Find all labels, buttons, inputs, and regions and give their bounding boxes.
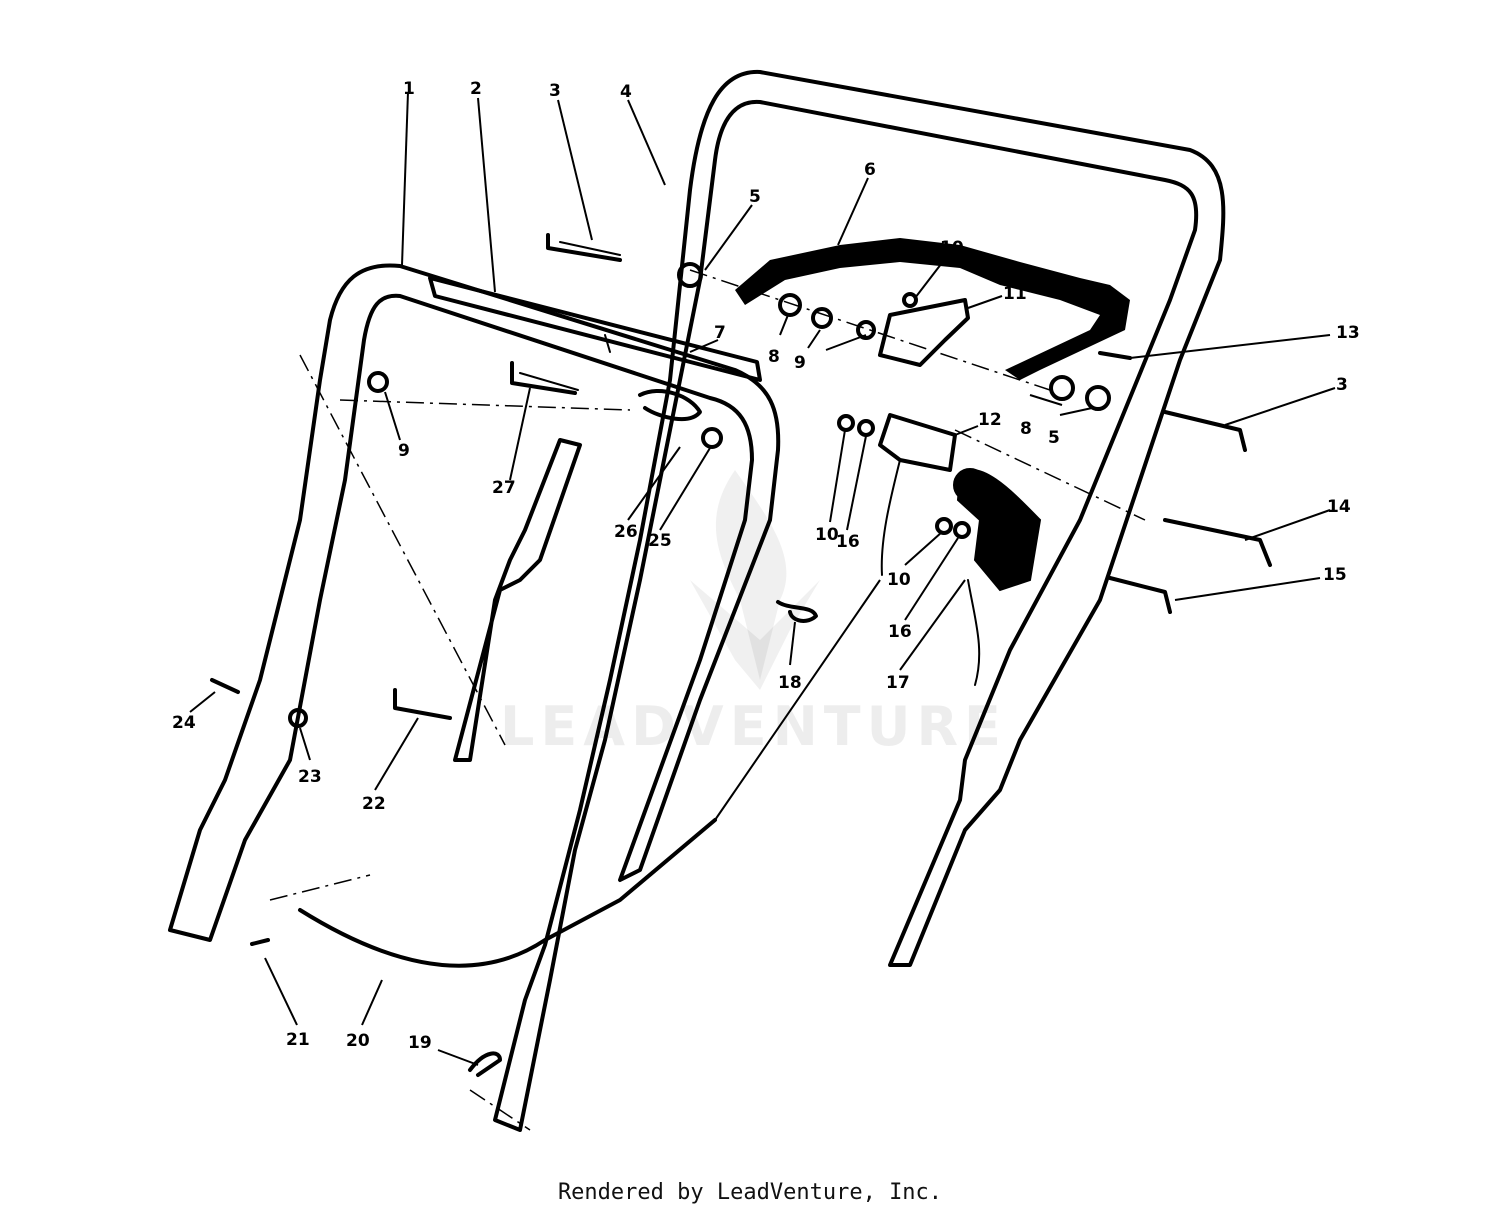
callout-2: 2	[470, 79, 482, 99]
watermark-logo	[690, 470, 820, 690]
callout-5-right: 5	[1048, 428, 1060, 448]
callout-8-left: 8	[768, 347, 780, 367]
callout-19: 19	[408, 1033, 432, 1053]
callout-9-left: 9	[398, 441, 410, 461]
callout-5-top: 5	[749, 187, 761, 207]
footer-credit: Rendered by LeadVenture, Inc.	[557, 1180, 943, 1205]
callout-16-low: 16	[888, 622, 912, 642]
callout-21: 21	[286, 1030, 310, 1050]
callout-26: 26	[614, 522, 638, 542]
upper-handle	[493, 69, 1226, 1132]
callout-25: 25	[648, 531, 672, 551]
bolts	[393, 233, 1272, 720]
lower-handle	[168, 263, 781, 942]
watermark-text: LEADVENTURE	[500, 695, 1007, 758]
callout-20: 20	[346, 1031, 370, 1051]
cables	[298, 459, 981, 968]
callout-3-top: 3	[549, 81, 561, 101]
callout-15: 15	[1323, 565, 1347, 585]
callout-8-right: 8	[1020, 419, 1032, 439]
callout-7: 7	[714, 323, 726, 343]
switch-box	[878, 413, 1042, 592]
callout-10-low: 10	[887, 570, 911, 590]
callout-10-top: 10	[940, 238, 964, 258]
callout-22: 22	[362, 794, 386, 814]
callout-24: 24	[172, 713, 196, 733]
control-bail	[735, 238, 1130, 380]
bracket	[878, 298, 970, 367]
callout-4: 4	[620, 82, 632, 102]
callout-6: 6	[864, 160, 876, 180]
callout-9-mid: 9	[794, 353, 806, 373]
callout-13: 13	[1336, 323, 1360, 343]
callout-12: 12	[978, 410, 1002, 430]
callout-10-mid: 10	[815, 525, 839, 545]
alignment-lines	[269, 269, 1146, 1131]
callout-11: 11	[1003, 284, 1027, 304]
leader-lines	[189, 91, 1336, 1066]
callout-labels: 1 2 3 4 5 6 7 8 9 10 11 12 13 3 14 15 8 …	[172, 79, 1360, 1053]
callout-18: 18	[778, 673, 802, 693]
callout-1: 1	[403, 79, 415, 99]
callout-27: 27	[492, 478, 516, 498]
crossbar	[428, 276, 762, 382]
hardware	[210, 262, 1111, 946]
callout-3-right: 3	[1336, 375, 1348, 395]
callout-16-top: 16	[836, 532, 860, 552]
callout-23: 23	[298, 767, 322, 787]
callout-14: 14	[1327, 497, 1351, 517]
callout-17: 17	[886, 673, 910, 693]
